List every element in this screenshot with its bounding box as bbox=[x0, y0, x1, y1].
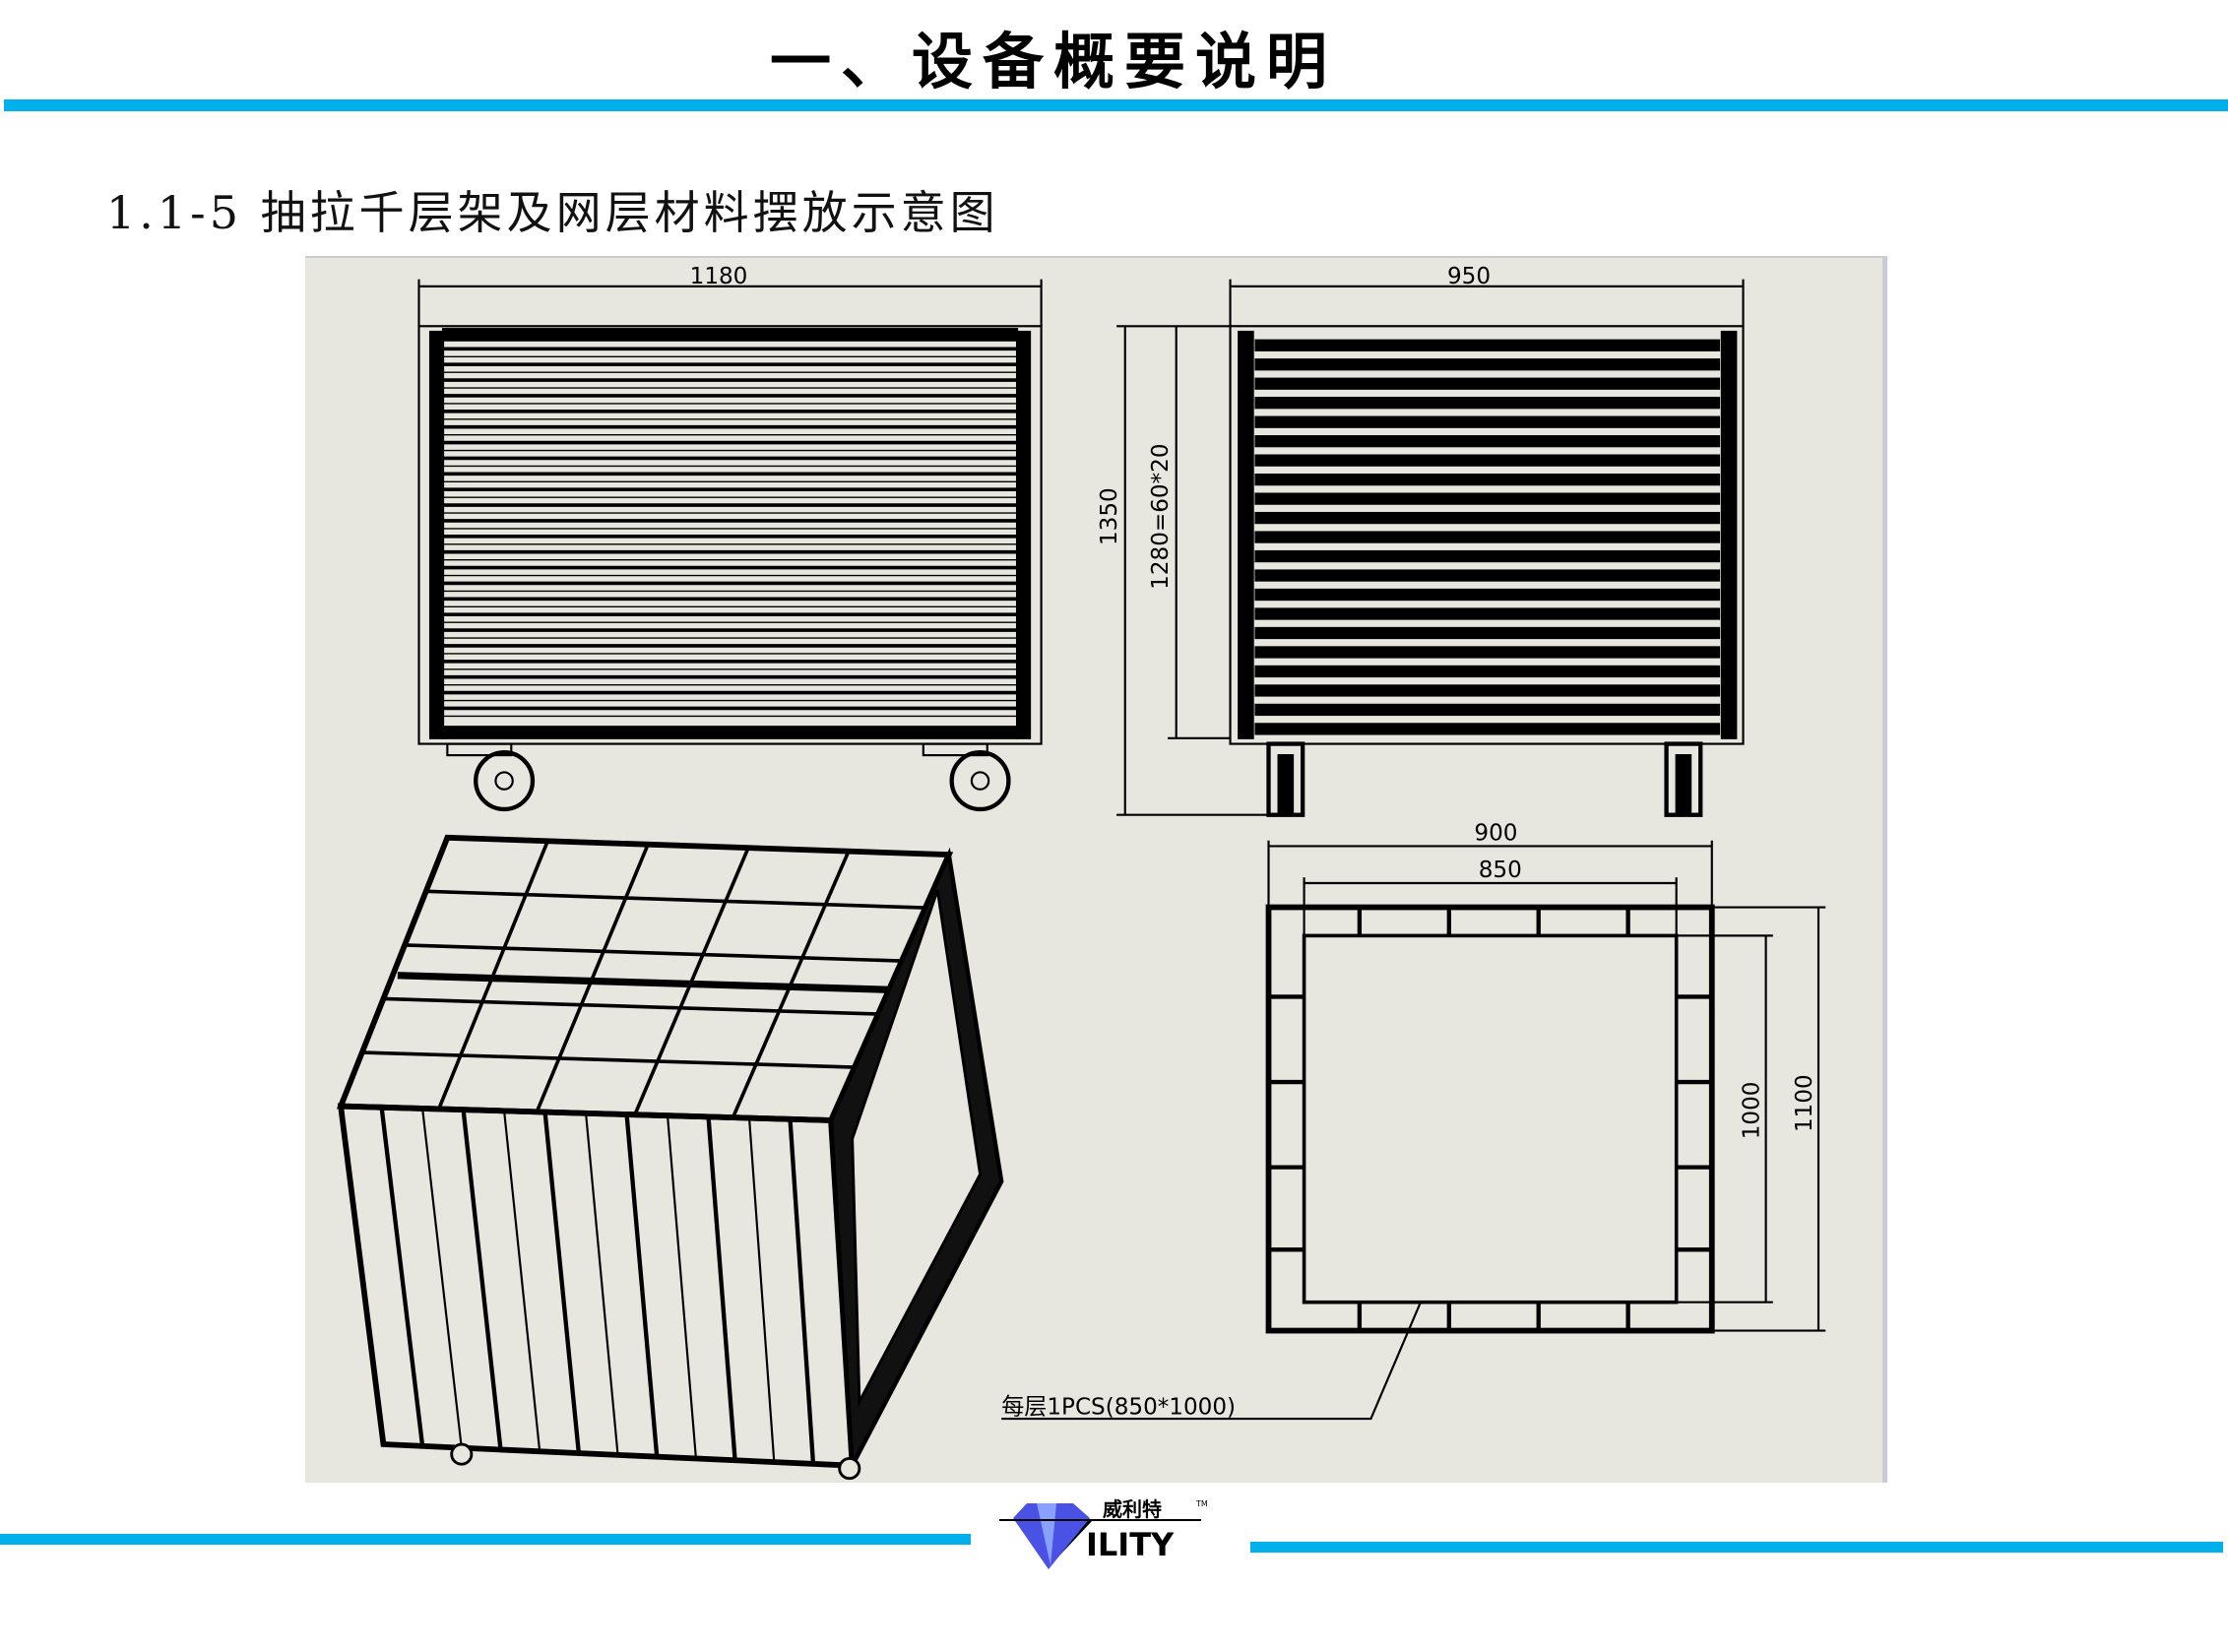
caster-wheel bbox=[1266, 741, 1305, 817]
caster-mount bbox=[446, 742, 513, 757]
caster-wheel bbox=[474, 750, 536, 812]
company-logo: 威利特 TM ILITY bbox=[999, 1497, 1216, 1587]
dim-top-inner-depth: 1000 bbox=[1739, 1082, 1764, 1140]
top-view bbox=[1001, 840, 1826, 1421]
section-subtitle: 1.1-5 抽拉千层架及网层材料摆放示意图 bbox=[106, 186, 999, 239]
iso-grid bbox=[405, 943, 902, 963]
iso-slat bbox=[666, 1115, 697, 1459]
iso-grid bbox=[535, 844, 650, 1113]
iso-slat bbox=[747, 1117, 776, 1463]
side-layer bbox=[1254, 358, 1721, 371]
drawing-svg: 1180 950 1350 1280=60*20 900 850 1000 11… bbox=[336, 264, 1826, 1481]
technical-drawing: 1180 950 1350 1280=60*20 900 850 1000 11… bbox=[305, 256, 1887, 1483]
side-layer bbox=[1254, 684, 1721, 697]
dim-front-width: 1180 bbox=[690, 264, 748, 289]
side-layer bbox=[1254, 665, 1721, 678]
side-layer bbox=[1254, 454, 1721, 467]
caster-hub bbox=[970, 771, 990, 791]
side-layer bbox=[1254, 646, 1721, 659]
side-layer bbox=[1254, 397, 1721, 410]
iso-caster bbox=[838, 1457, 861, 1481]
iso-slat bbox=[584, 1112, 619, 1455]
side-layer bbox=[1254, 415, 1721, 428]
iso-slat bbox=[503, 1111, 541, 1452]
footer-bar-left bbox=[0, 1534, 971, 1545]
side-layer bbox=[1254, 377, 1721, 390]
caster-mount bbox=[922, 742, 988, 757]
caster-wheel bbox=[1664, 741, 1703, 817]
header-divider bbox=[4, 99, 2228, 111]
dim-top-inner-width: 850 bbox=[1479, 858, 1522, 883]
iso-slat bbox=[706, 1116, 737, 1461]
iso-grid bbox=[437, 840, 549, 1111]
iso-slat bbox=[461, 1109, 503, 1450]
side-layer bbox=[1254, 511, 1721, 525]
side-layer bbox=[1254, 492, 1721, 505]
logo-tm: TM bbox=[1195, 1499, 1208, 1508]
dim-top-outer-width: 900 bbox=[1474, 821, 1517, 847]
iso-grid bbox=[361, 1050, 856, 1069]
iso-caster bbox=[450, 1442, 474, 1466]
front-view bbox=[417, 279, 1043, 812]
side-layer bbox=[1254, 588, 1721, 602]
dim-top-outer-depth: 1100 bbox=[1792, 1074, 1817, 1132]
logo-cn: 威利特 bbox=[1103, 1498, 1162, 1521]
iso-grid bbox=[731, 850, 851, 1118]
page-title: 一、设备概要说明 bbox=[769, 26, 1337, 97]
side-layer bbox=[1254, 703, 1721, 717]
iso-slat bbox=[421, 1108, 463, 1448]
side-layer bbox=[1254, 473, 1721, 486]
side-layer bbox=[1254, 339, 1721, 351]
footer-bar-right bbox=[1250, 1542, 2223, 1553]
iso-slat bbox=[379, 1107, 425, 1447]
dim-layer-height: 1280=60*20 bbox=[1148, 443, 1174, 589]
side-layer bbox=[1254, 569, 1721, 582]
logo-en: ILITY bbox=[1086, 1526, 1175, 1563]
caster-hub bbox=[1675, 754, 1692, 813]
dim-total-height: 1350 bbox=[1097, 487, 1122, 545]
layer-note: 每层1PCS(850*1000) bbox=[1001, 1395, 1236, 1421]
isometric-view bbox=[336, 834, 1004, 1481]
iso-slat bbox=[542, 1112, 582, 1454]
iso-grid bbox=[425, 889, 925, 910]
iso-grid bbox=[383, 996, 878, 1016]
side-layer bbox=[1254, 531, 1721, 543]
side-layer bbox=[1254, 549, 1721, 563]
side-layer bbox=[1254, 626, 1721, 640]
caster-hub bbox=[494, 771, 514, 791]
side-view bbox=[1116, 279, 1745, 817]
side-layer bbox=[1254, 435, 1721, 448]
caster-hub bbox=[1277, 754, 1295, 813]
side-layer bbox=[1254, 723, 1721, 735]
side-layer bbox=[1254, 607, 1721, 620]
iso-slat bbox=[624, 1113, 660, 1457]
caster-wheel bbox=[949, 750, 1011, 812]
iso-grid bbox=[633, 847, 750, 1115]
dim-side-width: 950 bbox=[1447, 264, 1491, 289]
iso-slat bbox=[788, 1118, 816, 1465]
